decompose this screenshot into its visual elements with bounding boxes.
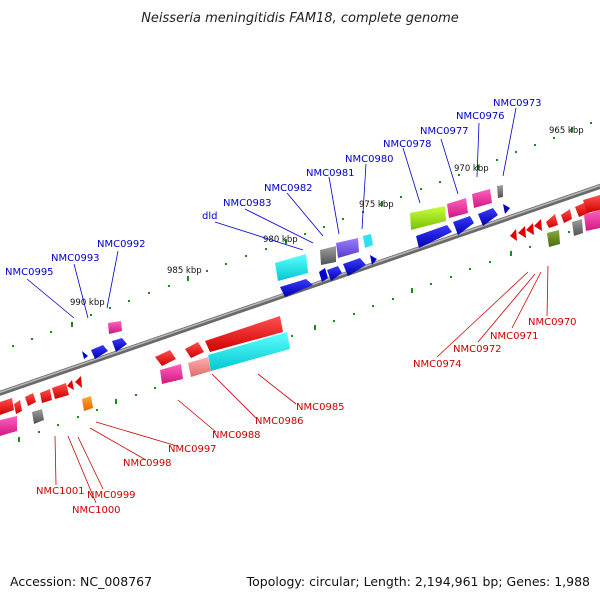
gene-label-reverse[interactable]: NMC0988 bbox=[212, 430, 261, 441]
gene-block[interactable] bbox=[561, 209, 572, 223]
gene-block[interactable] bbox=[416, 225, 452, 248]
gene-block[interactable] bbox=[67, 380, 74, 390]
gene-block[interactable] bbox=[188, 357, 211, 377]
accession-text: Accession: NC_008767 bbox=[10, 574, 152, 589]
gene-label-forward[interactable]: NMC0992 bbox=[97, 239, 146, 250]
gene-block[interactable] bbox=[327, 266, 342, 281]
gene-block[interactable] bbox=[572, 219, 583, 236]
gene-block[interactable] bbox=[363, 234, 373, 248]
gene-block[interactable] bbox=[40, 389, 52, 403]
gene-label-reverse[interactable]: NMC0999 bbox=[87, 490, 136, 501]
gene-block[interactable] bbox=[208, 332, 290, 371]
gene-label-reverse[interactable]: NMC0997 bbox=[168, 444, 217, 455]
gene-block[interactable] bbox=[280, 279, 313, 297]
gene-block[interactable] bbox=[534, 219, 542, 231]
gene-label-forward[interactable]: NMC0995 bbox=[5, 267, 54, 278]
gene-label-reverse[interactable]: NMC0970 bbox=[528, 317, 577, 328]
gene-block[interactable] bbox=[584, 210, 600, 231]
scale-label: 985 kbp bbox=[167, 266, 202, 276]
gene-label-forward[interactable]: NMC0976 bbox=[456, 111, 505, 122]
gene-label-forward[interactable]: NMC0993 bbox=[51, 253, 100, 264]
gene-block[interactable] bbox=[0, 416, 17, 436]
gene-block[interactable] bbox=[503, 204, 510, 214]
gene-block[interactable] bbox=[112, 338, 127, 352]
gene-block[interactable] bbox=[497, 185, 503, 198]
map-title: Neisseria meningitidis FAM18, complete g… bbox=[141, 11, 459, 26]
gene-block[interactable] bbox=[343, 258, 366, 276]
forward-tick-track bbox=[12, 122, 592, 347]
gene-label-forward[interactable]: dld bbox=[202, 211, 217, 222]
reverse-leader-lines bbox=[54, 265, 549, 504]
scale-label: 975 kbp bbox=[359, 200, 394, 210]
gene-block[interactable] bbox=[185, 342, 204, 358]
gene-label-forward[interactable]: NMC0981 bbox=[306, 168, 355, 179]
gene-label-forward[interactable]: NMC0977 bbox=[420, 126, 469, 137]
forward-leader-lines bbox=[26, 107, 517, 319]
gene-block[interactable] bbox=[526, 223, 534, 235]
gene-block[interactable] bbox=[472, 189, 492, 208]
gene-label-reverse[interactable]: NMC0998 bbox=[123, 458, 172, 469]
gene-label-reverse[interactable]: NMC1000 bbox=[72, 505, 121, 516]
forward-features bbox=[82, 185, 510, 359]
gene-label-reverse[interactable]: NMC0986 bbox=[255, 416, 304, 427]
gene-block[interactable] bbox=[52, 383, 69, 399]
gene-label-reverse[interactable]: NMC0972 bbox=[453, 344, 502, 355]
gene-label-forward[interactable]: NMC0982 bbox=[264, 183, 313, 194]
gene-label-reverse[interactable]: NMC0985 bbox=[296, 402, 345, 413]
scale-label: 990 kbp bbox=[70, 298, 105, 308]
gene-label-forward[interactable]: NMC0980 bbox=[345, 154, 394, 165]
gene-block[interactable] bbox=[510, 229, 517, 241]
gene-block[interactable] bbox=[25, 393, 36, 406]
gene-block[interactable] bbox=[547, 230, 560, 247]
gene-block[interactable] bbox=[319, 268, 328, 282]
gene-block[interactable] bbox=[0, 398, 14, 415]
gene-block[interactable] bbox=[32, 409, 44, 424]
gene-block[interactable] bbox=[108, 321, 122, 334]
scale-label: 980 kbp bbox=[263, 235, 298, 245]
gene-label-reverse[interactable]: NMC0974 bbox=[413, 359, 462, 370]
gene-block[interactable] bbox=[275, 254, 308, 281]
gene-block[interactable] bbox=[75, 376, 82, 388]
scale-label: 970 kbp bbox=[454, 164, 489, 174]
gene-block[interactable] bbox=[82, 351, 88, 359]
gene-block[interactable] bbox=[447, 198, 468, 218]
gene-block[interactable] bbox=[336, 238, 359, 258]
gene-block[interactable] bbox=[205, 316, 283, 352]
gene-label-forward[interactable]: NMC0973 bbox=[493, 98, 542, 109]
gene-label-reverse[interactable]: NMC1001 bbox=[36, 486, 85, 497]
gene-block[interactable] bbox=[160, 364, 183, 384]
gene-block[interactable] bbox=[453, 216, 474, 235]
scale-label: 965 kbp bbox=[549, 126, 584, 136]
gene-block[interactable] bbox=[14, 400, 22, 414]
gene-block[interactable] bbox=[91, 345, 108, 359]
gene-block[interactable] bbox=[82, 396, 93, 411]
gene-label-reverse[interactable]: NMC0971 bbox=[490, 331, 539, 342]
gene-block[interactable] bbox=[320, 246, 336, 265]
gene-block[interactable] bbox=[155, 350, 176, 366]
gene-block[interactable] bbox=[478, 208, 498, 226]
reverse-features bbox=[0, 195, 600, 436]
gene-block[interactable] bbox=[518, 226, 526, 238]
gene-block[interactable] bbox=[370, 255, 377, 265]
gene-label-forward[interactable]: NMC0978 bbox=[383, 139, 432, 150]
gene-block[interactable] bbox=[410, 206, 446, 230]
genome-summary-text: Topology: circular; Length: 2,194,961 bp… bbox=[246, 574, 590, 589]
gene-block[interactable] bbox=[583, 195, 600, 213]
gene-block[interactable] bbox=[546, 214, 558, 228]
gene-label-forward[interactable]: NMC0983 bbox=[223, 198, 272, 209]
